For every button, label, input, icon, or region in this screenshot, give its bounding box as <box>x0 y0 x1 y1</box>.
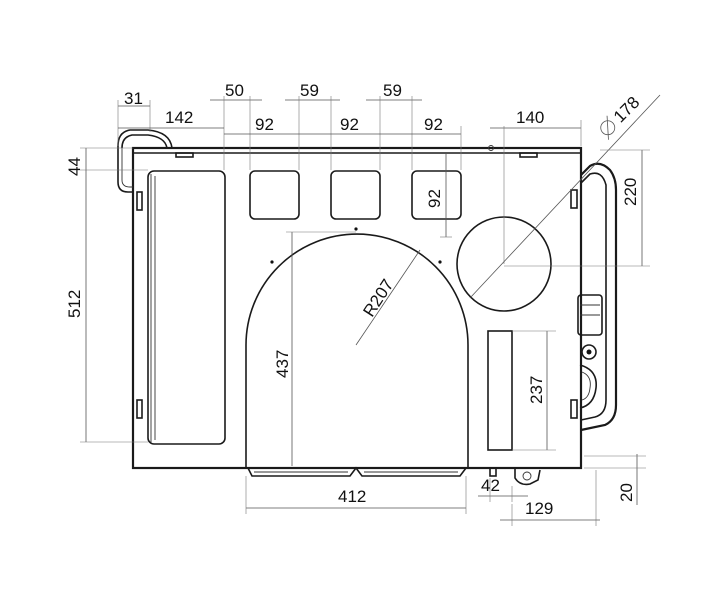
top-left-handle-inner <box>121 134 168 149</box>
valve-knob <box>581 344 597 360</box>
dim-92-first: 92 <box>255 115 274 134</box>
arch-mark-top <box>354 227 358 231</box>
drain-fitting-ring <box>522 471 532 481</box>
dim-59-first: 59 <box>300 81 319 100</box>
arch-mark-left <box>270 260 274 264</box>
dim-412: 412 <box>338 487 366 506</box>
diameter-symbol-icon <box>600 120 616 136</box>
outer-frame <box>131 146 583 470</box>
arched-opening <box>245 233 469 468</box>
right-hinge-top <box>570 189 578 209</box>
left-door-panel <box>147 170 226 445</box>
left-hardware <box>117 129 173 419</box>
dim-59-second: 59 <box>383 81 402 100</box>
valve-block <box>577 294 603 336</box>
top-bump-left <box>175 152 194 158</box>
square-opening-3 <box>411 170 462 220</box>
right-hinge-bottom <box>570 399 578 419</box>
dimension-labels: 31 142 50 92 59 92 59 92 140 178 44 512 … <box>65 81 643 518</box>
dim-20: 20 <box>617 483 636 502</box>
square-opening-2 <box>330 170 381 220</box>
bottom-feet <box>247 466 467 477</box>
top-pin <box>488 145 494 151</box>
dim-42: 42 <box>481 476 500 495</box>
dim-129: 129 <box>525 499 553 518</box>
dim-92-second: 92 <box>340 115 359 134</box>
dim-220: 220 <box>621 178 640 206</box>
top-bump-right <box>519 152 538 158</box>
pipe-bend <box>579 364 597 409</box>
square-opening-1 <box>249 170 300 220</box>
hinge-top <box>136 191 143 211</box>
right-handle <box>580 162 618 432</box>
right-handle-inner <box>580 172 607 421</box>
dim-31: 31 <box>124 89 143 108</box>
dim-92-hole: 92 <box>425 189 444 208</box>
dim-diameter: 178 <box>610 93 643 126</box>
vertical-slot <box>487 330 513 451</box>
dim-44: 44 <box>65 157 84 176</box>
left-bracket <box>117 146 133 193</box>
left-bracket-inner <box>121 148 133 188</box>
diameter-group: 178 <box>600 93 643 140</box>
hinge-bottom <box>136 399 143 419</box>
dimension-lines <box>80 94 661 526</box>
unit-body <box>131 145 583 477</box>
dim-437: 437 <box>273 350 292 378</box>
dim-142: 142 <box>165 108 193 127</box>
dim-radius: R207 <box>359 276 397 320</box>
arch-mark-right <box>438 260 442 264</box>
valve-knob-center <box>586 349 592 355</box>
drain-fitting <box>514 468 541 486</box>
dim-50: 50 <box>225 81 244 100</box>
dim-92-third: 92 <box>424 115 443 134</box>
drain-pin-1 <box>489 467 497 477</box>
dim-512: 512 <box>65 290 84 318</box>
top-left-handle <box>117 129 173 149</box>
pipe-bend-inner <box>581 371 591 401</box>
right-hardware <box>489 162 618 486</box>
dim-237: 237 <box>527 376 546 404</box>
dim-140: 140 <box>516 108 544 127</box>
